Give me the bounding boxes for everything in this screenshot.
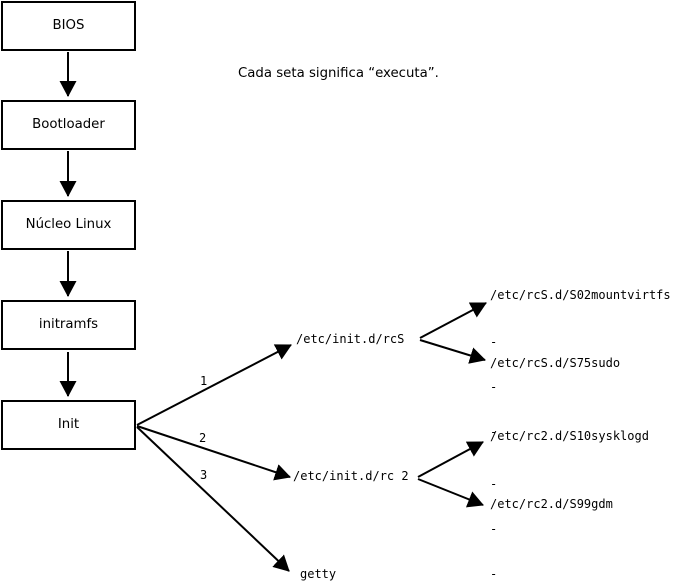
bios-box-label: BIOS bbox=[52, 18, 85, 34]
rc2-ellipsis-dash: - bbox=[490, 522, 498, 536]
rc2-last-script: /etc/rc2.d/S99gdm bbox=[490, 497, 613, 511]
init-box: Init bbox=[1, 400, 136, 450]
rc2-ellipsis-dash: - bbox=[490, 567, 498, 581]
initramfs-box-label: initramfs bbox=[38, 317, 99, 333]
getty-label: getty bbox=[300, 567, 337, 581]
initramfs-box: initramfs bbox=[1, 300, 136, 350]
rc2-script-label: /etc/init.d/rc 2 bbox=[293, 469, 409, 483]
rcs-last-script: /etc/rcS.d/S75sudo bbox=[490, 356, 621, 370]
linux-kernel-box: Núcleo Linux bbox=[1, 200, 136, 250]
branch-label-3: 3 bbox=[200, 468, 208, 482]
rcs-ellipsis-dash: - bbox=[490, 425, 498, 439]
rcs-first-script: /etc/rcS.d/S02mountvirtfs bbox=[490, 288, 671, 302]
bios-box: BIOS bbox=[1, 1, 136, 51]
rc2-first-script: /etc/rc2.d/S10sysklogd bbox=[490, 429, 649, 443]
bootloader-box: Bootloader bbox=[1, 100, 136, 150]
init-box-label: Init bbox=[57, 417, 80, 433]
arrow-rcs-to-first-script bbox=[419, 302, 487, 339]
rcs-ellipsis-dash: - bbox=[490, 335, 498, 349]
branch-label-1: 1 bbox=[200, 374, 208, 388]
linux-kernel-box-label: Núcleo Linux bbox=[25, 217, 112, 233]
arrow-rc2-to-last-script bbox=[417, 478, 484, 508]
arrow-rc2-to-first-script bbox=[417, 441, 484, 478]
rc2-ellipsis-dash: - bbox=[490, 477, 498, 491]
arrow-init-to-rcs bbox=[136, 344, 292, 426]
branch-label-2: 2 bbox=[199, 431, 207, 445]
rcs-ellipsis-dash: - bbox=[490, 380, 498, 394]
rc2-ellipsis: - - - bbox=[490, 447, 519, 583]
arrow-rcs-to-last-script bbox=[419, 339, 486, 364]
bootloader-box-label: Bootloader bbox=[32, 117, 105, 133]
rcs-ellipsis: - - - bbox=[490, 305, 519, 470]
rcs-script-label: /etc/init.d/rcS bbox=[296, 332, 405, 346]
arrow-init-to-rc2 bbox=[136, 425, 291, 481]
arrow-init-to-getty bbox=[136, 426, 290, 572]
caption: Cada seta significa “executa”. bbox=[238, 66, 439, 81]
